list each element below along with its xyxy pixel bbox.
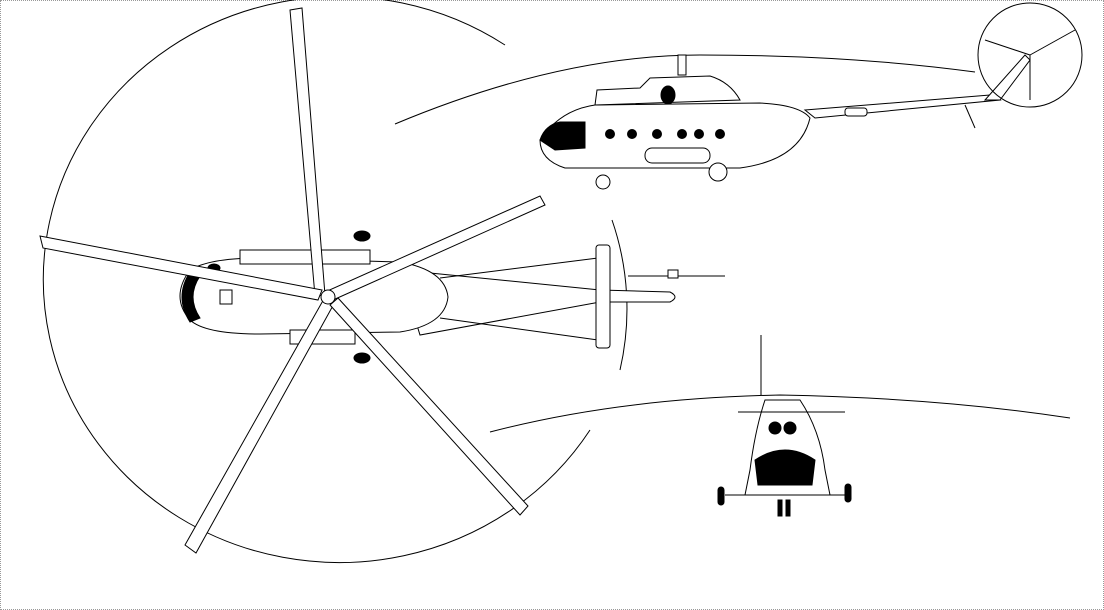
tail-boom [399,269,676,336]
main-rotor-side [394,54,976,125]
wheel [353,352,371,364]
rotor-blade [39,235,323,301]
cockpit-glazing [181,271,201,323]
tail-boom-side [803,94,1002,119]
wheel [717,486,725,506]
cockpit-windows [539,121,586,151]
wheel [353,230,371,242]
wheel [785,499,791,517]
wheel [595,174,611,190]
cockpit-glazing-front [754,449,816,486]
wheel [708,162,728,182]
tail-rotor-disc [977,2,1083,108]
stabilizer [595,244,611,349]
tail-fin [983,54,1031,101]
side-view [394,2,1083,190]
main-rotor-front [489,394,1071,433]
rotor-blade [184,296,336,554]
rotor-hub [320,289,336,305]
top-view [39,0,725,564]
main-rotor-blades [39,7,546,554]
wheel [844,483,852,503]
fuselage-side [539,102,811,169]
front-view [489,335,1071,517]
wheel [777,499,783,517]
cabin-windows [605,129,725,139]
